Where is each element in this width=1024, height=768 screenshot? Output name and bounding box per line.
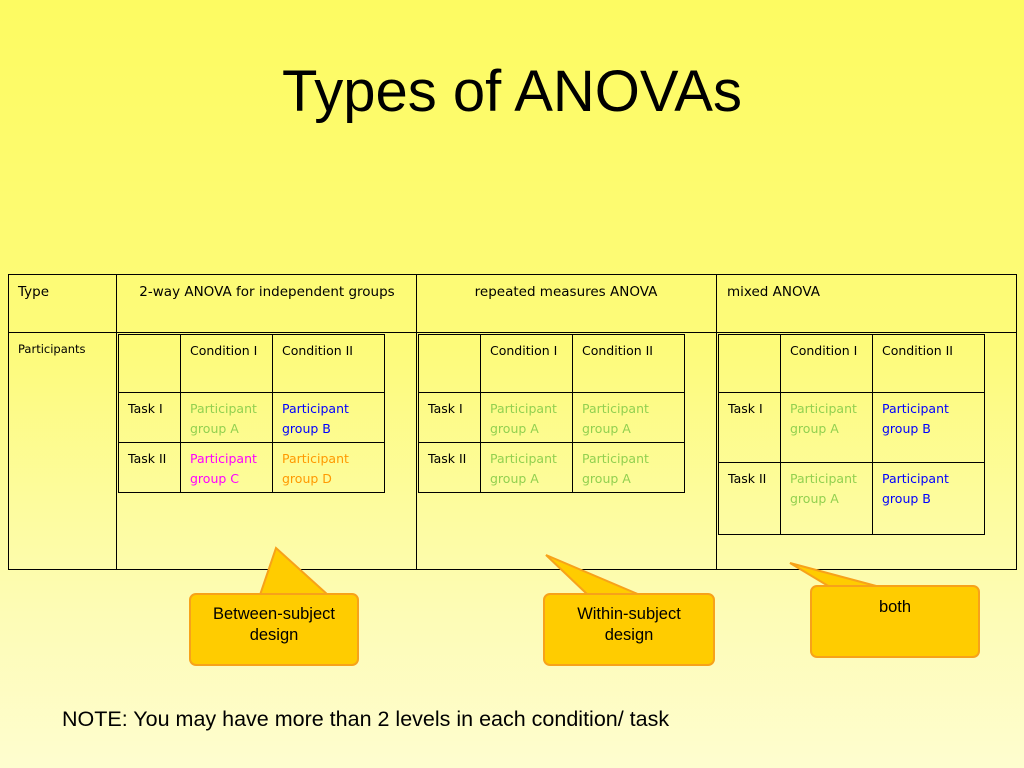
table-divider-1 [116,274,117,570]
table-divider-3 [716,274,717,570]
participant-group-cell: Participant group B [872,462,985,535]
task-label: Task II [118,442,181,493]
between-subject-callout: Between-subject design [189,593,359,666]
header-type: Type [18,284,50,300]
participant-group-cell: Participant group A [572,392,685,443]
participant-group-cell: Participant group A [480,392,573,443]
task-label: Task I [118,392,181,443]
task-label: Task II [718,462,781,535]
both-callout: both [810,585,980,658]
condition-header: Condition I [780,334,873,393]
participant-group-cell: Participant group C [180,442,273,493]
table-header-divider [8,332,1017,333]
table-border-top [8,274,1017,275]
condition-header: Condition I [480,334,573,393]
table-divider-2 [416,274,417,570]
condition-header: Condition II [872,334,985,393]
between-callout-pointer [258,546,331,596]
header-two-way-anova: 2-way ANOVA for independent groups [139,284,395,300]
within-callout-pointer [545,554,641,596]
table-border-right [1016,274,1017,570]
design-table-mixed: Condition I Condition II Task I Particip… [718,334,985,535]
table-border-left [8,274,9,570]
participant-group-cell: Participant group A [780,462,873,535]
anova-types-table: Type 2-way ANOVA for independent groups … [8,274,1017,570]
participant-group-cell: Participant group D [272,442,385,493]
participant-group-cell: Participant group A [780,392,873,463]
participant-group-cell: Participant group B [872,392,985,463]
within-subject-callout: Within-subject design [543,593,715,666]
task-label: Task I [718,392,781,463]
condition-header: Condition I [180,334,273,393]
task-label: Task II [418,442,481,493]
table-border-bottom [8,569,1017,570]
task-label: Task I [418,392,481,443]
footnote: NOTE: You may have more than 2 levels in… [62,707,670,731]
row-label-participants: Participants [18,342,86,356]
design-table-repeated: Condition I Condition II Task I Particip… [418,334,685,493]
header-mixed-anova: mixed ANOVA [727,284,820,300]
condition-header: Condition II [272,334,385,393]
participant-group-cell: Participant group A [572,442,685,493]
corner-cell [418,334,481,393]
header-repeated-measures: repeated measures ANOVA [474,284,658,300]
design-table-independent: Condition I Condition II Task I Particip… [118,334,385,493]
slide-title: Types of ANOVAs [282,59,742,124]
both-callout-pointer [789,562,881,588]
participant-group-cell: Participant group A [480,442,573,493]
participant-group-cell: Participant group A [180,392,273,443]
